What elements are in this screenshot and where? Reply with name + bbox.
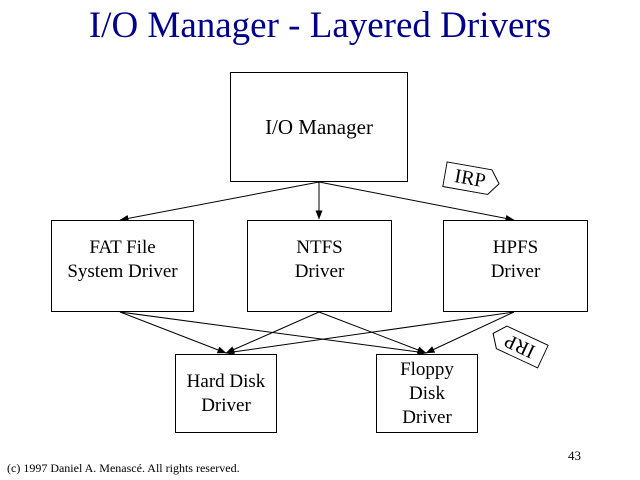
copyright-notice: (c) 1997 Daniel A. Menascé. All rights r… [7,461,240,475]
io-manager-box: I/O Manager [230,72,408,182]
ntfs-label-line-2: Driver [294,261,345,282]
arrow-io-to-hpfs [318,181,515,222]
slide-title: I/O Manager - Layered Drivers [88,5,552,46]
hard-disk-driver-box: Hard Disk Driver [175,354,277,433]
floppy-label-line-2: Disk [409,382,445,404]
hpfs-label-line-1: HPFS [492,237,539,258]
irp-tag-shape-icon [442,161,500,195]
io-manager-label: I/O Manager [265,115,373,139]
arrow-hpfs-to-harddisk [225,311,515,356]
ntfs-driver-box: NTFS Driver [247,220,392,312]
floppy-label-line-3: Driver [402,406,452,428]
hpfs-label-line-2: Driver [490,261,541,282]
page-number: 43 [568,448,581,463]
ntfs-label-line-1: NTFS [296,237,343,258]
fat-driver-box: FAT File System Driver [51,220,194,312]
hpfs-driver-box: HPFS Driver [443,220,588,312]
floppy-disk-driver-box: Floppy Disk Driver [376,354,478,433]
arrow-ntfs-to-harddisk [225,311,320,354]
fat-label-line-1: FAT File [89,237,156,258]
fat-label-line-2: System Driver [67,261,178,282]
hard-disk-label-line-1: Hard Disk [186,370,266,392]
floppy-label-line-1: Floppy [400,358,454,380]
hard-disk-label-line-2: Driver [201,394,251,416]
arrow-hpfs-to-floppy [425,311,515,354]
arrow-fat-to-harddisk [119,311,227,354]
irp-tag-shape-icon [492,325,549,369]
irp-packet-tag-upper: IRP [442,161,502,196]
irp-packet-tag-lower: IRP [487,321,549,369]
arrow-io-to-fat [119,181,320,222]
